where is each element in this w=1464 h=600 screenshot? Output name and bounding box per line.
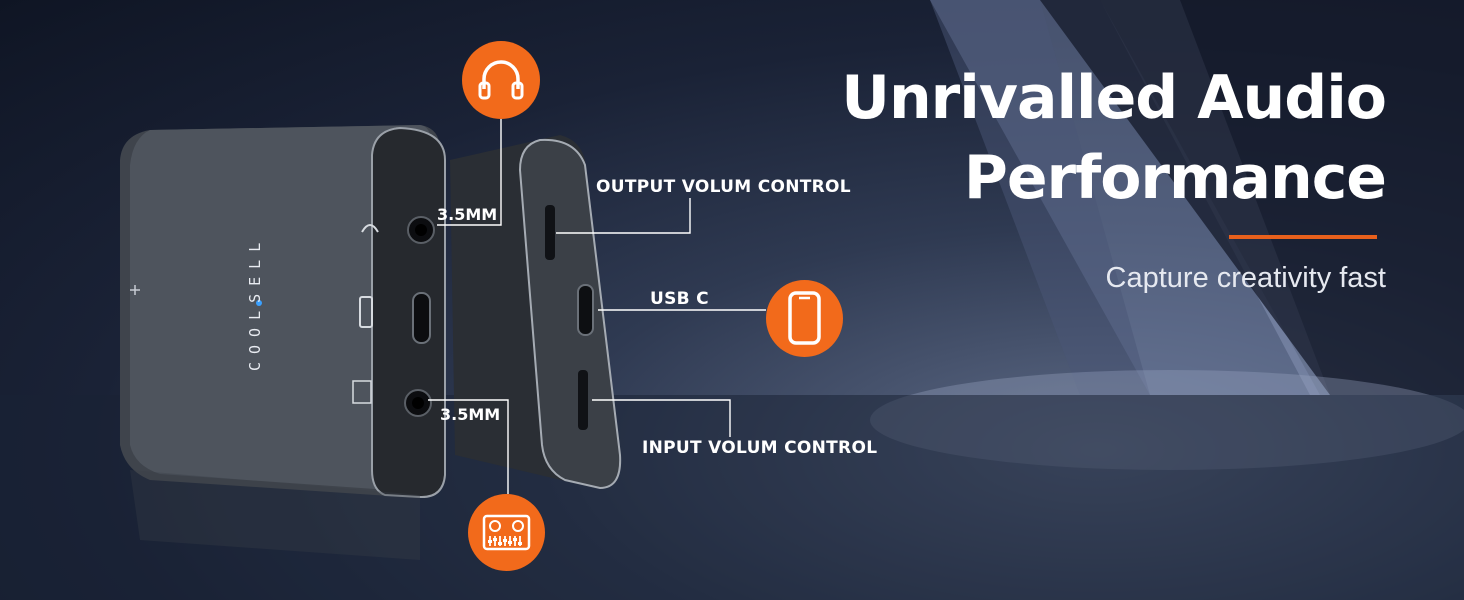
headline: Unrivalled Audio Performance	[766, 58, 1387, 218]
output-volume-label: OUTPUT VOLUM CONTROL	[596, 177, 851, 197]
jack-bottom-label: 3.5MM	[440, 405, 501, 424]
accent-rule	[1229, 235, 1377, 239]
usb-c-label: USB C	[650, 289, 709, 309]
jack-top-label: 3.5MM	[437, 205, 498, 224]
headline-line-1: Unrivalled Audio	[841, 63, 1387, 133]
headline-line-2: Performance	[963, 143, 1387, 213]
audio-mixer-icon	[468, 494, 545, 571]
device-front	[120, 125, 446, 560]
brand-wordmark: COOLSELL	[246, 234, 264, 372]
device-back	[450, 135, 622, 490]
callout-lines	[428, 119, 766, 494]
input-volume-label: INPUT VOLUM CONTROL	[642, 438, 878, 458]
headphones-icon	[462, 41, 540, 119]
smartphone-icon	[766, 280, 843, 357]
tagline: Capture creativity fast	[1105, 262, 1386, 294]
